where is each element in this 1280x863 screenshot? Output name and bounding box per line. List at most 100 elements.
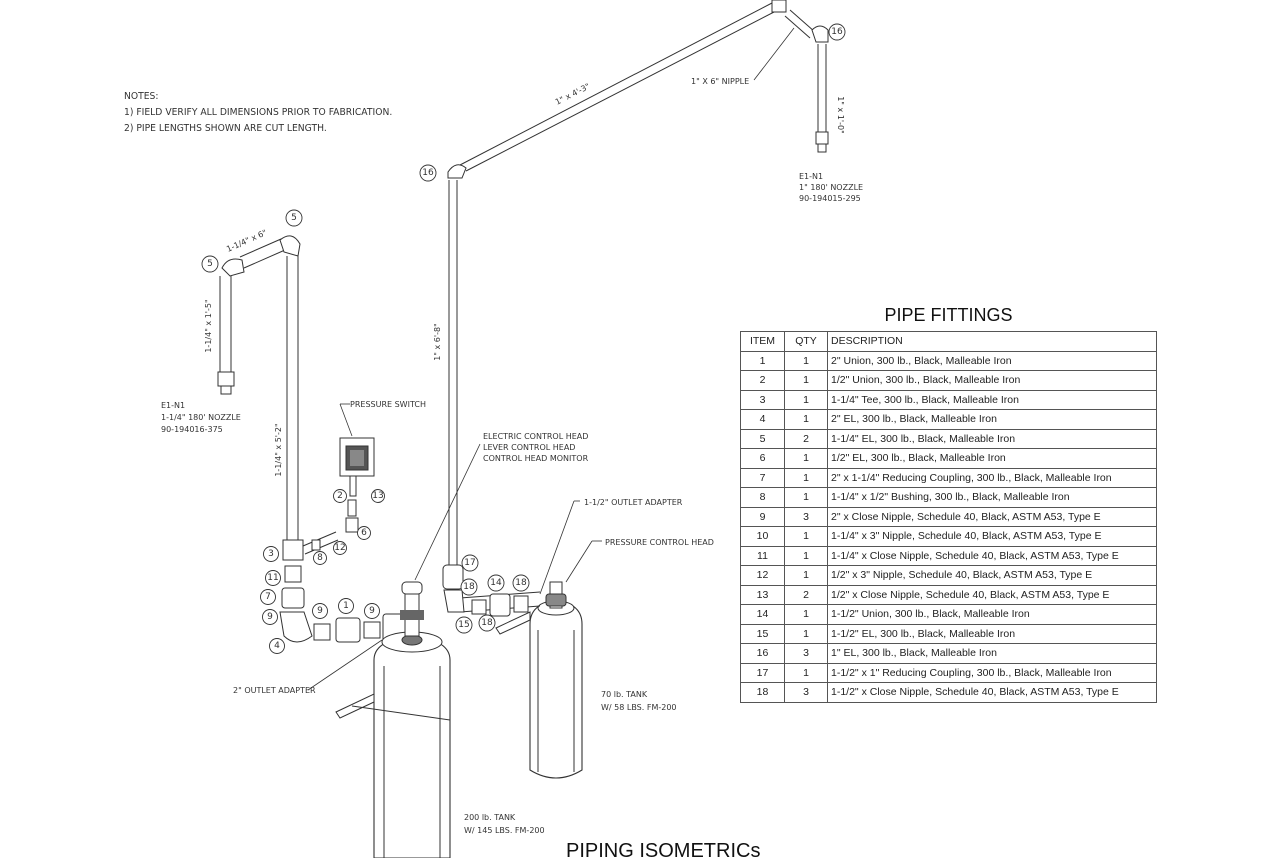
cell-description: 2" x Close Nipple, Schedule 40, Black, A…	[827, 506, 1157, 527]
tank-200lb	[335, 581, 451, 858]
cell-qty: 1	[784, 604, 828, 625]
bubble-18-b: 18	[512, 574, 530, 592]
label-pipe-114x1-5: 1-1/4" x 1'-5"	[204, 299, 213, 352]
svg-text:18: 18	[481, 618, 493, 628]
cell-item: 11	[740, 545, 785, 566]
upper-pipe-run	[442, 0, 829, 590]
cell-item: 17	[740, 662, 785, 683]
bubble-9-c: 9	[364, 603, 380, 619]
cell-description: 1/2" EL, 300 lb., Black, Malleable Iron	[827, 448, 1157, 469]
cell-item: 7	[740, 467, 785, 488]
svg-text:1: 1	[343, 601, 349, 611]
svg-text:12: 12	[334, 543, 345, 553]
svg-text:16: 16	[422, 168, 434, 178]
notes-block: NOTES: 1) FIELD VERIFY ALL DIMENSIONS PR…	[124, 89, 392, 137]
svg-text:9: 9	[267, 612, 273, 622]
svg-text:4: 4	[274, 641, 280, 651]
header-item: ITEM	[740, 331, 785, 352]
bubble-5-right: 5	[285, 209, 303, 227]
pipe-fittings-title: PIPE FITTINGS	[884, 305, 1013, 325]
header-qty: QTY	[784, 331, 828, 352]
cell-qty: 3	[784, 643, 828, 664]
bubble-9-b: 9	[312, 603, 328, 619]
cell-description: 1-1/2" x Close Nipple, Schedule 40, Blac…	[827, 682, 1157, 703]
svg-text:9: 9	[369, 606, 375, 616]
cell-qty: 2	[784, 584, 828, 605]
cell-description: 1-1/2" x 1" Reducing Coupling, 300 lb., …	[827, 662, 1157, 683]
cell-qty: 1	[784, 545, 828, 566]
cell-description: 1" EL, 300 lb., Black, Malleable Iron	[827, 643, 1157, 664]
bubble-5-left: 5	[201, 255, 219, 273]
bubble-17: 17	[461, 554, 479, 572]
cell-item: 4	[740, 409, 785, 430]
svg-text:8: 8	[317, 553, 323, 563]
bubble-18-a: 18	[460, 578, 478, 596]
svg-text:16: 16	[831, 27, 843, 37]
drawing-title: PIPING ISOMETRICs	[566, 840, 761, 862]
cell-item: 2	[740, 370, 785, 391]
bubble-14: 14	[487, 574, 505, 592]
bubble-3: 3	[263, 546, 279, 562]
cell-qty: 1	[784, 565, 828, 586]
label-tank-70: 70 lb. TANK	[601, 690, 648, 699]
header-description: DESCRIPTION	[827, 331, 1157, 352]
cell-item: 18	[740, 682, 785, 703]
svg-text:5: 5	[207, 259, 213, 269]
cell-qty: 3	[784, 506, 828, 527]
cell-item: 9	[740, 506, 785, 527]
cell-item: 15	[740, 623, 785, 644]
bubble-6: 6	[357, 526, 371, 540]
cell-description: 1-1/4" x 3" Nipple, Schedule 40, Black, …	[827, 526, 1157, 547]
cell-qty: 1	[784, 409, 828, 430]
bubble-7: 7	[260, 589, 276, 605]
cell-description: 1-1/2" EL, 300 lb., Black, Malleable Iro…	[827, 623, 1157, 644]
cell-description: 1/2" x Close Nipple, Schedule 40, Black,…	[827, 584, 1157, 605]
cell-item: 8	[740, 487, 785, 508]
cell-qty: 1	[784, 487, 828, 508]
table-header-row: ITEM QTY DESCRIPTION	[740, 331, 1157, 352]
cell-item: 1	[740, 350, 785, 371]
bubble-16-top-right: 16	[828, 23, 846, 41]
cell-description: 2" Union, 300 lb., Black, Malleable Iron	[827, 350, 1157, 371]
label-1x6-nipple: 1" X 6" NIPPLE	[691, 77, 749, 86]
label-pipe-1x1-0: 1" x 1'-0"	[836, 96, 845, 134]
cell-qty: 1	[784, 662, 828, 683]
svg-text:18: 18	[515, 578, 527, 588]
label-pipe-114x6: 1-1/4" x 6"	[225, 228, 268, 254]
nozzle-2-part: 90-194016-375	[161, 425, 223, 434]
label-2-outlet-adapter: 2" OUTLET ADAPTER	[233, 686, 316, 695]
left-pipe-run	[217, 235, 410, 645]
label-1-1-2-outlet-adapter: 1-1/2" OUTLET ADAPTER	[584, 498, 683, 507]
cell-item: 10	[740, 526, 785, 547]
cell-qty: 3	[784, 682, 828, 703]
bubble-12: 12	[333, 541, 347, 555]
cell-description: 1-1/4" EL, 300 lb., Black, Malleable Iro…	[827, 428, 1157, 449]
bubble-4: 4	[269, 638, 285, 654]
label-tank-200: 200 lb. TANK	[464, 813, 516, 822]
bubble-8: 8	[313, 551, 327, 565]
svg-text:14: 14	[490, 578, 502, 588]
cell-qty: 1	[784, 448, 828, 469]
label-pipe-1x4-3: 1" x 4'-3"	[554, 82, 592, 107]
svg-text:13: 13	[372, 491, 383, 501]
label-tank-70-agent: W/ 58 LBS. FM-200	[601, 703, 677, 712]
cell-qty: 1	[784, 526, 828, 547]
leader-lines	[307, 27, 795, 691]
cell-item: 12	[740, 565, 785, 586]
bubble-9-a: 9	[262, 609, 278, 625]
cell-description: 1-1/4" x 1/2" Bushing, 300 lb., Black, M…	[827, 487, 1157, 508]
bubble-13: 13	[371, 489, 385, 503]
